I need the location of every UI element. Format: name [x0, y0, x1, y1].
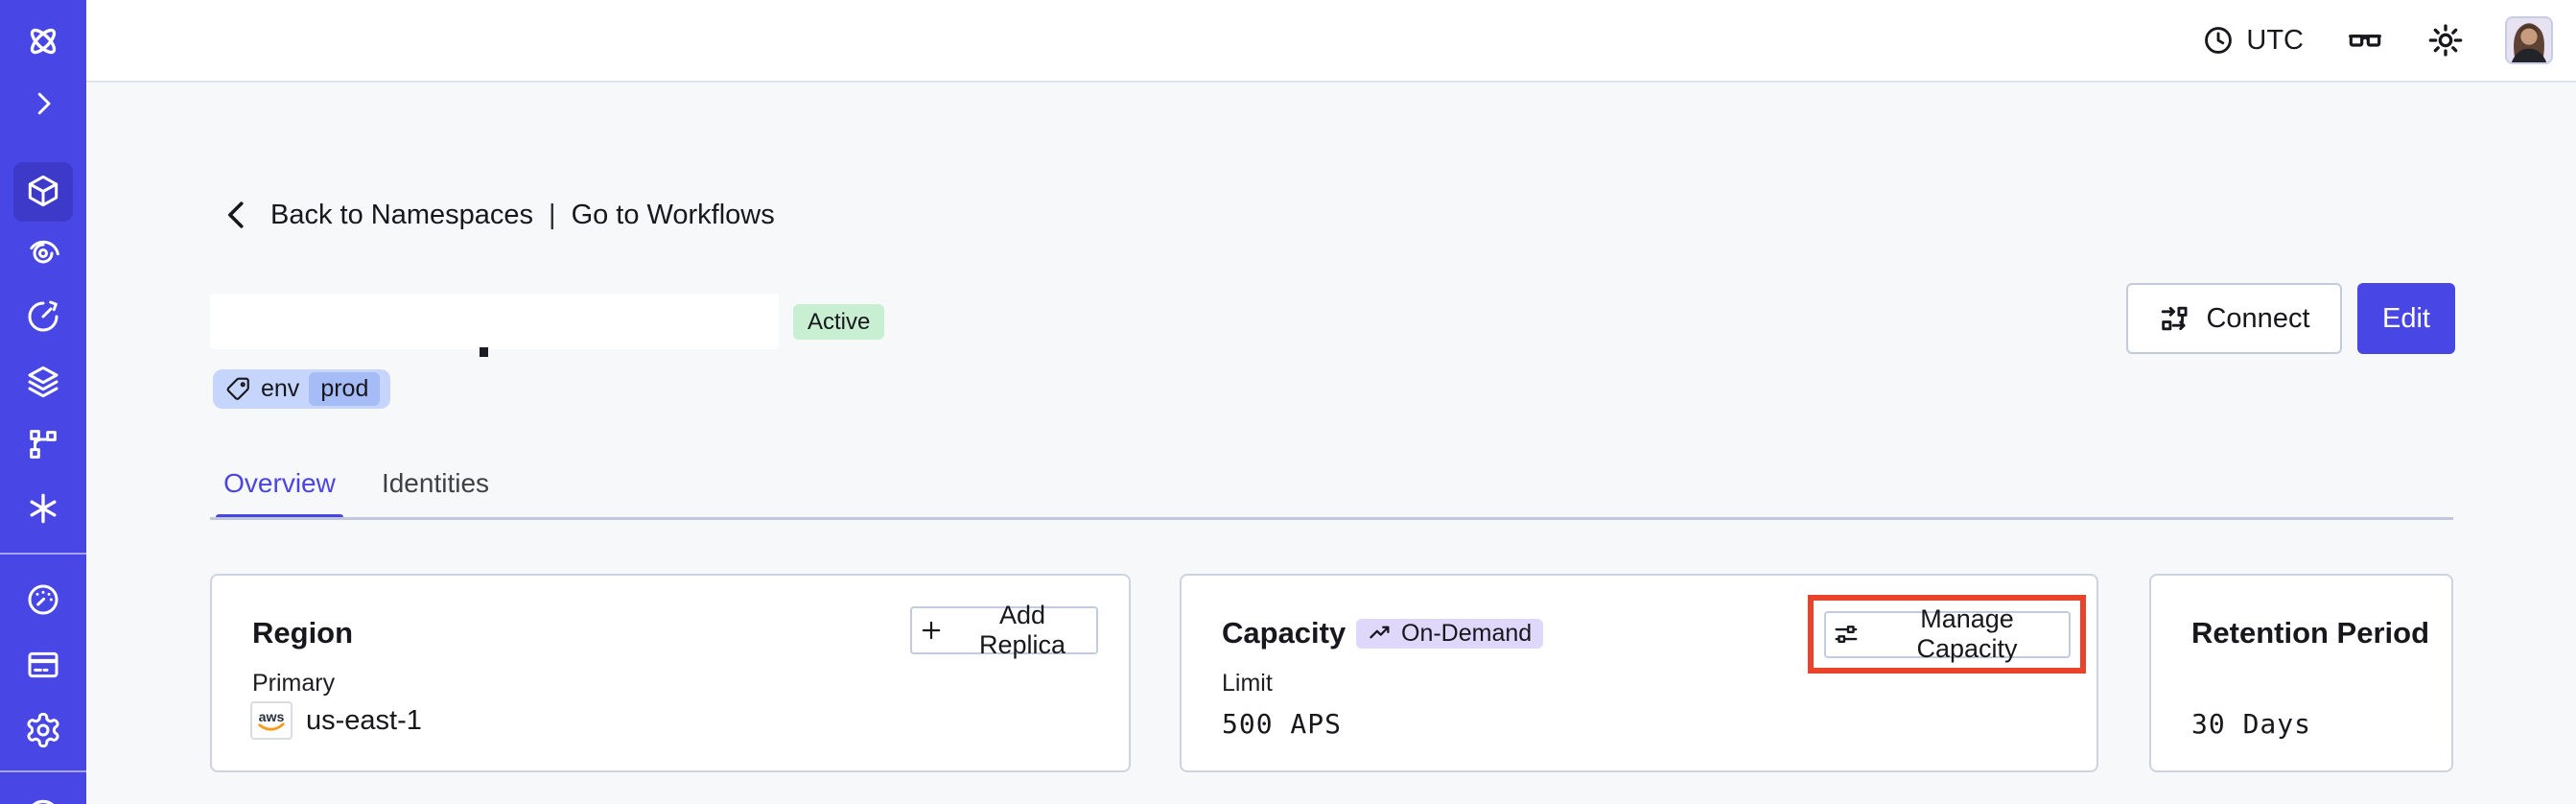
region-card-title: Region	[252, 616, 354, 650]
layers-icon	[24, 362, 62, 400]
sidebar-item-namespaces[interactable]	[0, 172, 86, 210]
on-demand-label: On-Demand	[1401, 620, 1533, 647]
connect-icon	[2158, 301, 2192, 336]
breadcrumb-separator: |	[549, 199, 556, 230]
temporal-logo-button[interactable]	[0, 21, 86, 61]
timezone-button[interactable]: UTC	[2202, 24, 2304, 57]
status-badge: Active	[793, 304, 885, 340]
sidebar-divider-bottom	[0, 770, 86, 772]
timezone-label: UTC	[2246, 24, 2304, 56]
tag-icon	[225, 376, 251, 402]
clock-icon	[2202, 24, 2235, 57]
sidebar	[0, 0, 86, 804]
limit-label: Limit	[1222, 670, 1273, 697]
theme-toggle-button[interactable]	[2426, 21, 2465, 59]
add-replica-button[interactable]: Add Replica	[910, 601, 1098, 659]
retention-card-title: Retention Period	[2191, 616, 2430, 650]
tab-identities[interactable]: Identities	[381, 468, 490, 498]
sidebar-expand-button[interactable]	[0, 86, 86, 121]
trending-up-icon	[1368, 621, 1393, 647]
spiral-icon	[24, 234, 62, 272]
sidebar-item-usage[interactable]	[0, 580, 86, 619]
edit-button[interactable]: Edit	[2357, 283, 2455, 354]
aws-logo-text: aws	[259, 710, 285, 725]
region-value: us-east-1	[306, 704, 422, 736]
asterisk-icon	[24, 489, 62, 528]
back-to-namespaces-link[interactable]: Back to Namespaces	[270, 199, 534, 230]
timer-icon	[24, 297, 62, 336]
region-value-row: aws us-east-1	[250, 701, 422, 740]
namespace-title-dot	[480, 347, 488, 357]
tag-value: prod	[309, 372, 381, 406]
namespace-tag-chip[interactable]: env prod	[213, 369, 391, 409]
circle-icon	[22, 793, 64, 804]
manage-capacity-button[interactable]: Manage Capacity	[1823, 604, 2071, 663]
chevron-left-icon[interactable]	[219, 197, 255, 233]
retention-value: 30 Days	[2191, 708, 2312, 740]
branch-icon	[24, 425, 62, 463]
on-demand-badge: On-Demand	[1356, 619, 1544, 649]
glasses-icon	[2344, 21, 2386, 59]
manage-capacity-highlight-box: Manage Capacity	[1808, 595, 2086, 674]
primary-label: Primary	[252, 670, 336, 697]
cube-icon	[24, 172, 62, 210]
sidebar-item-batch-operations[interactable]	[0, 362, 86, 400]
retention-card: Retention Period 30 Days	[2149, 574, 2453, 772]
connect-button[interactable]: Connect	[2126, 283, 2342, 354]
tag-key: env	[261, 375, 300, 402]
sidebar-item-schedules[interactable]	[0, 297, 86, 336]
gear-icon	[24, 711, 62, 749]
credit-card-icon	[24, 646, 62, 684]
namespace-title-redaction	[210, 294, 779, 349]
avatar[interactable]	[2505, 16, 2553, 64]
gauge-icon	[24, 580, 62, 619]
sun-icon	[2426, 21, 2465, 59]
breadcrumb: Back to Namespaces | Go to Workflows	[219, 195, 775, 235]
sidebar-item-support[interactable]	[0, 793, 86, 804]
capacity-card: Capacity On-Demand Manage Capacity	[1180, 574, 2098, 772]
capacity-card-title: Capacity	[1222, 616, 1347, 650]
region-card: Region Add Replica Primary aws us-east-1	[210, 574, 1131, 772]
sidebar-item-workflows[interactable]	[0, 234, 86, 272]
edit-label: Edit	[2382, 302, 2430, 334]
temporal-logo-icon	[23, 21, 63, 61]
manage-capacity-label: Manage Capacity	[1916, 604, 2018, 663]
add-replica-label: Add Replica	[978, 601, 1066, 659]
go-to-workflows-link[interactable]: Go to Workflows	[571, 199, 775, 230]
aws-logo-badge: aws	[250, 701, 293, 740]
plus-icon	[918, 617, 945, 644]
sidebar-item-deployments[interactable]	[0, 425, 86, 463]
sliders-icon	[1832, 620, 1861, 649]
tab-overview[interactable]: Overview	[223, 468, 336, 498]
capacity-value: 500 APS	[1222, 708, 1343, 740]
sidebar-item-billing[interactable]	[0, 646, 86, 684]
sidebar-divider	[0, 553, 86, 555]
sidebar-item-settings[interactable]	[0, 711, 86, 749]
data-encoder-button[interactable]	[2344, 21, 2386, 59]
sidebar-item-nexus[interactable]	[0, 489, 86, 528]
topbar: UTC	[86, 0, 2576, 83]
connect-label: Connect	[2206, 302, 2310, 334]
tabs-divider-line	[210, 517, 2453, 520]
chevron-right-icon	[26, 86, 60, 121]
